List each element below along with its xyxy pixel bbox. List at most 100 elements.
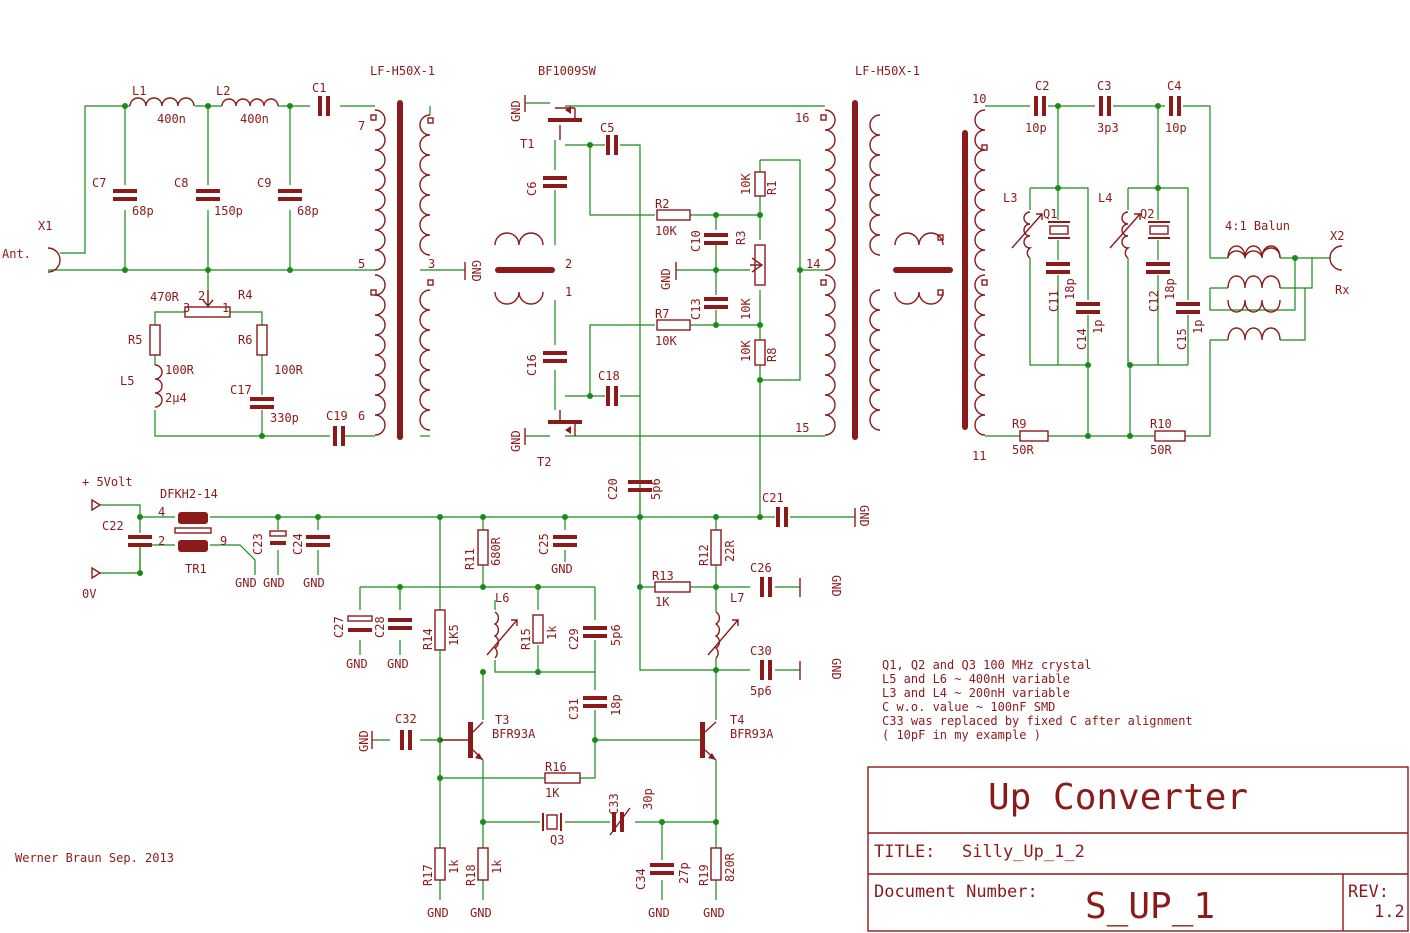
note-line-3: L3 and L4 ~ 200nH variable: [882, 686, 1070, 700]
label-c4: C4: [1167, 79, 1181, 93]
label-c20-value: 5p6: [649, 478, 663, 500]
label-r5-value: 100R: [165, 363, 195, 377]
revision-label: REV:: [1348, 882, 1389, 902]
label-tr1: TR1: [185, 562, 207, 576]
wires: [48, 102, 1330, 900]
capacitor-c28: [388, 618, 412, 630]
junctions: [122, 103, 1298, 825]
label-c8-value: 150p: [214, 204, 243, 218]
note-line-6: ( 10pF in my example ): [882, 728, 1041, 742]
capacitor-c1: [318, 96, 330, 116]
label-r8: R8: [765, 348, 779, 362]
label-c11: C11: [1047, 290, 1061, 312]
label-r7: R7: [655, 307, 669, 321]
pin-tx1-7: 7: [358, 119, 365, 133]
label-c34: C34: [634, 868, 648, 890]
label-tx1: LF-H50X-1: [370, 64, 435, 78]
capacitor-c9: [278, 189, 302, 201]
label-r15-value: 1k: [545, 625, 559, 640]
gnd-c34: GND: [648, 906, 670, 920]
gnd-c21: GND: [857, 505, 871, 527]
pin-tr1-2: 2: [158, 534, 165, 548]
capacitor-c19: [333, 426, 345, 446]
label-c2: C2: [1035, 79, 1049, 93]
label-c16: C16: [525, 354, 539, 376]
note-line-2: L5 and L6 ~ 400nH variable: [882, 672, 1070, 686]
label-r12-value: 22R: [723, 540, 737, 562]
label-c26: C26: [750, 561, 772, 575]
label-choke: DFKH2-14: [160, 487, 218, 501]
label-r17-value: 1k: [447, 859, 461, 874]
choke-tr1: [174, 512, 212, 552]
resistor-r2: [656, 209, 691, 221]
label-c30: C30: [750, 644, 772, 658]
resistor-r19: [710, 847, 722, 881]
resistor-r15: [532, 614, 544, 644]
gnd-c32: GND: [357, 730, 371, 752]
label-r18-value: 1k: [490, 859, 504, 874]
gnd-c23: GND: [263, 576, 285, 590]
pin-tx2-15: 15: [795, 421, 809, 435]
label-0v: 0V: [82, 587, 96, 601]
document-number-value: S_UP_1: [1085, 886, 1215, 927]
variable-inductor-l4: [1109, 211, 1141, 259]
capacitor-c26: [760, 577, 772, 597]
capacitor-c3: [1099, 96, 1111, 116]
label-r14: R14: [421, 628, 435, 650]
label-l5: L5: [120, 374, 134, 388]
resistor-r12: [710, 529, 722, 566]
label-c12-value: 18p: [1163, 278, 1177, 300]
capacitor-c5: [606, 135, 618, 155]
author-credit: Werner Braun Sep. 2013: [15, 851, 174, 865]
label-c6: C6: [525, 182, 539, 196]
gnd-c24: GND: [303, 576, 325, 590]
label-c17-value: 330p: [270, 411, 299, 425]
resistor-r18: [477, 847, 489, 881]
pin-r4-2: 2: [198, 289, 205, 303]
capacitor-c15: [1176, 302, 1200, 314]
label-t1: T1: [520, 137, 534, 151]
label-c7: C7: [92, 176, 106, 190]
label-c20: C20: [606, 478, 620, 500]
inductor-l5: [154, 364, 163, 408]
label-r11: R11: [463, 548, 477, 570]
label-c2-value: 10p: [1025, 121, 1047, 135]
capacitor-c24: [306, 535, 330, 547]
label-r15: R15: [519, 628, 533, 650]
pin-tx2-16: 16: [795, 111, 809, 125]
label-r13-value: 1K: [655, 595, 670, 609]
capacitor-c14: [1076, 302, 1100, 314]
transistor-t3: [440, 721, 484, 761]
label-c5: C5: [600, 121, 614, 135]
pin-tx1-5: 5: [358, 257, 365, 271]
capacitor-c17: [250, 397, 274, 409]
label-c15: C15: [1175, 328, 1189, 350]
label-r3-value: 10K: [739, 298, 753, 320]
zero-v-arrow: [91, 566, 102, 580]
label-l4: L4: [1098, 191, 1112, 205]
label-c14-value: 1p: [1091, 320, 1105, 334]
label-r1-value: 10K: [739, 173, 753, 195]
label-rx: Rx: [1335, 283, 1349, 297]
capacitor-c32: [400, 730, 412, 750]
capacitor-c22: [128, 535, 152, 547]
label-t4: T4: [730, 713, 744, 727]
label-l1: L1: [132, 84, 146, 98]
capacitor-c27: [347, 615, 373, 632]
label-r19-value: 820R: [723, 852, 737, 882]
capacitor-c16: [543, 351, 567, 363]
label-c29-value: 5p6: [609, 624, 623, 646]
capacitor-c7: [113, 189, 137, 201]
rx-connector-x2: [1329, 245, 1343, 271]
label-c9-value: 68p: [297, 204, 319, 218]
label-c12: C12: [1147, 290, 1161, 312]
label-q2: Q2: [1140, 207, 1154, 221]
label-c21: C21: [762, 491, 784, 505]
label-r3: R3: [734, 231, 748, 245]
label-r9: R9: [1012, 417, 1026, 431]
gnd-t1: GND: [509, 100, 523, 122]
label-c27: C27: [332, 616, 346, 638]
transistor-t4: [700, 721, 717, 761]
capacitor-c23: [269, 530, 287, 545]
